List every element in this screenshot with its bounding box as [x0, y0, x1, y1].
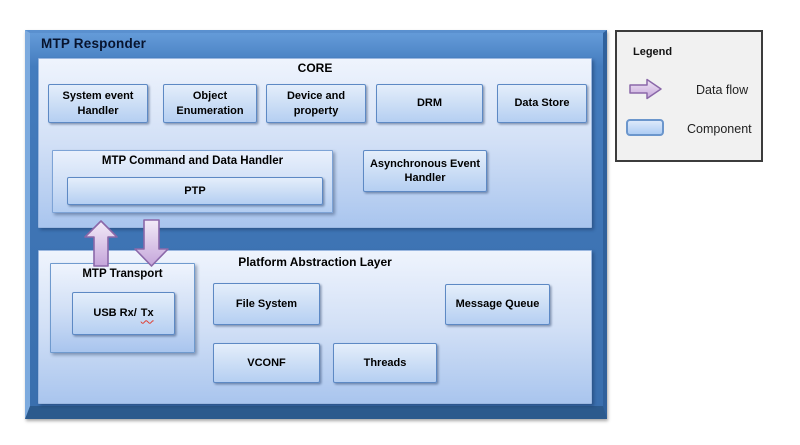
data-flow-down-arrow-icon: [134, 219, 169, 267]
component-message-queue: Message Queue: [445, 284, 550, 325]
component-threads: Threads: [333, 343, 437, 383]
component-system-event-handler: System event Handler: [48, 84, 148, 123]
data-flow-arrow-icon: [629, 78, 662, 100]
legend-title: Legend: [633, 46, 673, 58]
data-flow-up-arrow-icon: [84, 220, 118, 267]
core-section-title: CORE: [297, 61, 333, 75]
component-file-system: File System: [213, 283, 320, 325]
legend-component-label: Component: [687, 122, 752, 136]
usb-label-suffix-spellchecked: Tx: [140, 307, 154, 320]
mtp-command-data-handler-title: MTP Command and Data Handler: [101, 155, 284, 167]
mtp-responder-title: MTP Responder: [41, 36, 147, 51]
platform-abstraction-layer-title: Platform Abstraction Layer: [238, 255, 392, 269]
component-ptp: PTP: [67, 177, 323, 205]
component-vconf: VCONF: [213, 343, 320, 383]
component-device-and-property: Device and property: [266, 84, 366, 123]
legend-data-flow-label: Data flow: [696, 83, 749, 97]
component-asynchronous-event-handler: Asynchronous Event Handler: [363, 150, 487, 192]
component-usb-rx-tx: USB Rx/Tx: [72, 292, 175, 335]
component-swatch-icon: [626, 119, 664, 136]
component-data-store: Data Store: [497, 84, 587, 123]
mtp-transport-title: MTP Transport: [82, 268, 163, 280]
component-object-enumeration: Object Enumeration: [163, 84, 257, 123]
usb-label-prefix: USB Rx/: [93, 307, 137, 320]
component-drm: DRM: [376, 84, 483, 123]
legend-box: Legend Data flow Component: [615, 30, 763, 162]
